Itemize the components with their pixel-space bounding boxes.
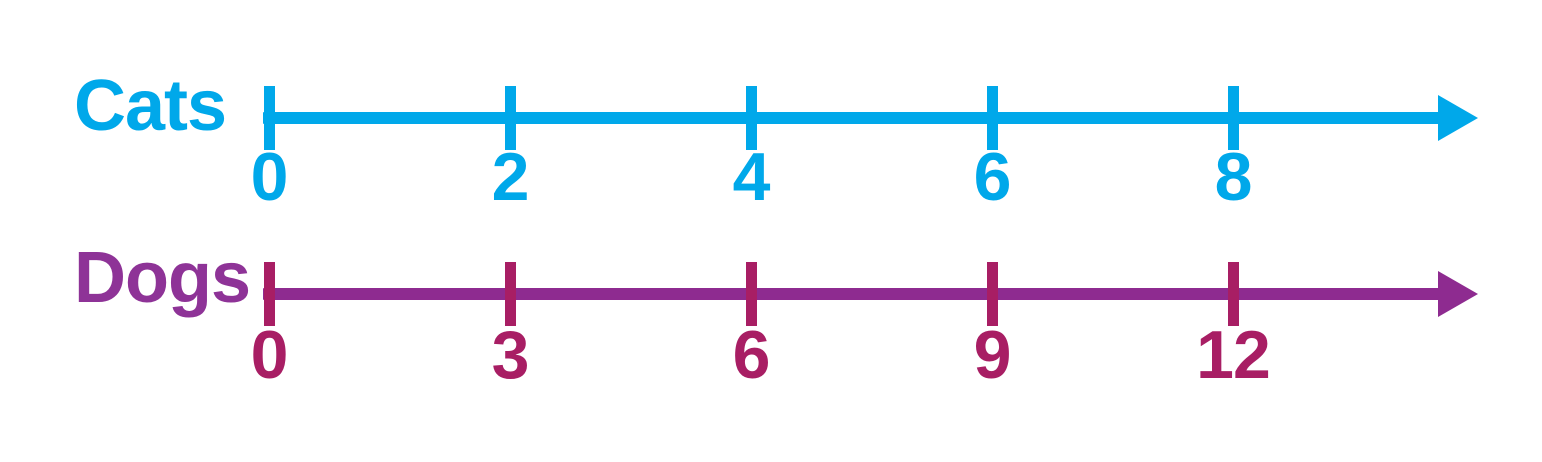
tick-mark <box>745 86 757 150</box>
tick-mark <box>504 262 516 326</box>
tick-mark <box>745 262 757 326</box>
arrowhead-icon <box>1438 95 1478 141</box>
tick-label: 6 <box>973 139 1012 215</box>
tick-mark <box>986 262 998 326</box>
tick-mark <box>504 86 516 150</box>
tick-label: 2 <box>491 139 530 215</box>
tick-label: 3 <box>491 317 530 393</box>
line-label: Cats <box>74 66 227 146</box>
tick-label: 8 <box>1214 139 1253 215</box>
tick-mark <box>986 86 998 150</box>
tick-label: 9 <box>973 317 1012 393</box>
tick-mark <box>263 86 275 150</box>
arrowhead-icon <box>1438 271 1478 317</box>
tick-mark <box>263 262 275 326</box>
tick-label: 6 <box>732 317 771 393</box>
axis-line <box>263 288 1441 300</box>
tick-label: 0 <box>250 317 289 393</box>
tick-mark <box>1227 86 1239 150</box>
tick-mark <box>1227 262 1239 326</box>
tick-label: 4 <box>732 139 771 215</box>
line-label: Dogs <box>74 238 251 318</box>
tick-label: 0 <box>250 139 289 215</box>
tick-label: 12 <box>1196 317 1271 393</box>
axis-line <box>263 112 1441 124</box>
